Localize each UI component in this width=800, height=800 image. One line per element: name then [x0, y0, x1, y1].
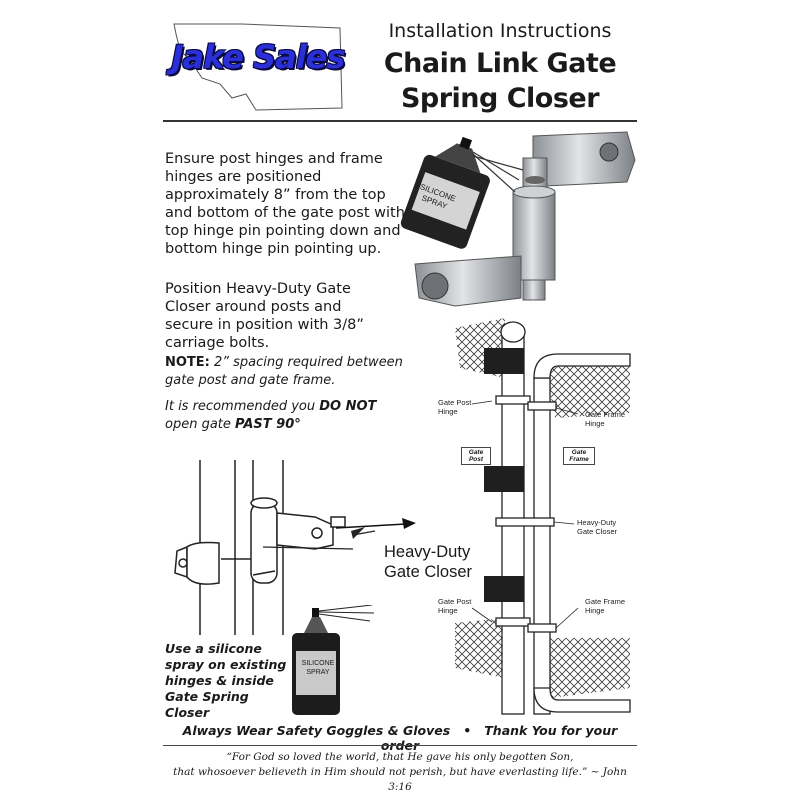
gate-post-hinge-label-top: Gate Post Hinge	[438, 398, 472, 416]
gate-frame-hinge-label-top: Gate Frame Hinge	[585, 410, 626, 428]
brand-logo-text: Jake Sales	[171, 38, 346, 76]
closer-pointer-arrow	[336, 518, 416, 529]
past-90-emphasis: PAST 90°	[235, 417, 301, 432]
hinge-photo-illustration	[400, 131, 636, 307]
footer-divider	[163, 745, 637, 746]
page-title: Chain Link Gate Spring Closer	[352, 46, 648, 116]
do-not-emphasis: DO NOT	[319, 399, 377, 414]
instruction-step-1: Ensure post hinges and frame hinges are …	[165, 151, 405, 257]
silicone-spray-note: Use a silicone spray on existing hinges …	[165, 641, 287, 720]
gate-post-box-label: Gate Post	[461, 447, 491, 465]
title-line-2: Spring Closer	[400, 83, 600, 114]
note-label: NOTE:	[165, 355, 210, 370]
bible-verse: “For God so loved the world, that He gav…	[173, 751, 627, 793]
spray-can-label-bottom: SILICONE SPRAY	[301, 660, 335, 676]
gate-frame-box-label: Gate Frame	[563, 447, 595, 465]
spacing-note: NOTE: 2” spacing required between gate p…	[165, 354, 405, 390]
safety-notice: Always Wear Safety Goggles & Gloves • Th…	[182, 723, 618, 753]
header-divider	[163, 120, 637, 122]
page-subtitle: Installation Instructions	[388, 20, 612, 42]
hd-gate-closer-small-label: Heavy-Duty Gate Closer	[577, 518, 618, 536]
montana-outline-logo	[173, 23, 343, 111]
separator-bullet: •	[463, 723, 472, 738]
closer-line-drawing	[174, 460, 376, 635]
opening-warning: It is recommended you DO NOT open gate P…	[165, 399, 377, 432]
heavy-duty-closer-label: Heavy-Duty Gate Closer	[384, 543, 473, 581]
title-line-1: Chain Link Gate	[383, 48, 617, 79]
gate-post-hinge-label-bottom: Gate Post Hinge	[438, 597, 472, 615]
gate-assembly-diagram	[455, 318, 631, 715]
instruction-step-2: Position Heavy-Duty Gate Closer around p…	[165, 281, 364, 351]
note-text: 2” spacing required between gate post an…	[165, 355, 403, 388]
silicone-spray-can-icon	[292, 605, 375, 715]
gate-frame-hinge-label-bottom: Gate Frame Hinge	[585, 597, 626, 615]
